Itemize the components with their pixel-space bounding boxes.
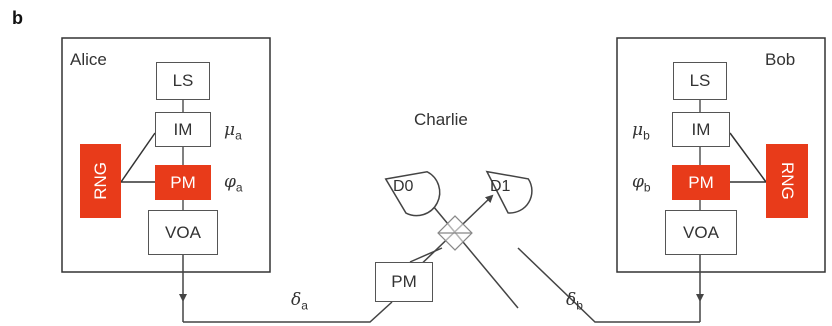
bob-pm-box: PM (672, 165, 730, 200)
alice-rng-im-link (120, 132, 156, 183)
bob-title: Bob (765, 50, 796, 69)
delta-b-label: δb (566, 290, 583, 313)
panel-label: b (12, 8, 23, 28)
alice-enclosure (61, 37, 271, 273)
bob-rng-box: RNG (766, 144, 808, 218)
alice-phi-symbol: φa (224, 172, 243, 195)
bob-rng-im-link (729, 132, 767, 183)
alice-im-box: IM (155, 112, 211, 147)
alice-rng-label: RNG (90, 162, 110, 200)
bob-im-box: IM (672, 112, 730, 147)
bob-phi-symbol: φb (632, 172, 651, 195)
bob-rng-label: RNG (778, 162, 797, 200)
delta-a-label: δa (291, 290, 308, 313)
detector-d0-shape (384, 170, 441, 217)
alice-voa-box: VOA (148, 210, 218, 255)
bob-voa-box: VOA (665, 210, 737, 255)
alice-ls-box: LS (156, 62, 210, 100)
bob-mu-symbol: μb (632, 120, 650, 143)
detector-d0-label: D0 (393, 178, 414, 195)
charlie-pm-box: PM (375, 262, 433, 302)
alice-channel (183, 301, 393, 323)
bob-channel (517, 247, 700, 323)
alice-title: Alice (70, 50, 107, 69)
detector-d1-shape (485, 170, 533, 214)
detector-d1-label: D1 (490, 178, 511, 195)
alice-mu-symbol: μa (224, 120, 242, 143)
alice-pm-box: PM (155, 165, 211, 200)
bob-enclosure (616, 37, 826, 273)
path-to-d0 (426, 198, 519, 309)
alice-rng-box: RNG (80, 144, 121, 218)
bob-ls-box: LS (673, 62, 727, 100)
charlie-title: Charlie (414, 110, 468, 129)
